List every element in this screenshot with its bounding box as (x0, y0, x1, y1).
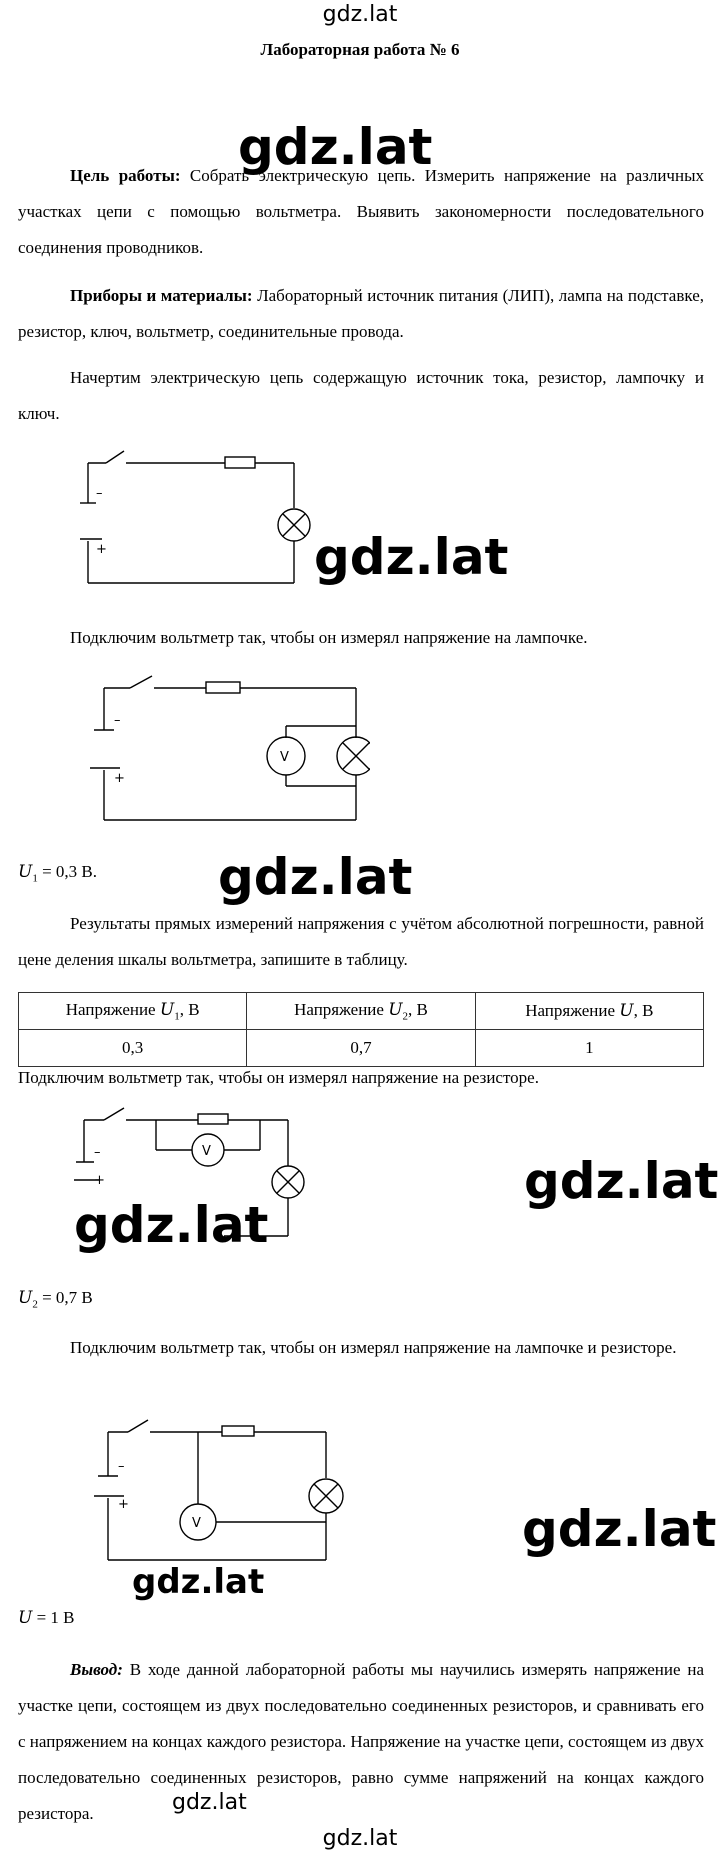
watermark-1: gdz.lat (238, 118, 433, 176)
step3-paragraph: Подключим вольтметр так, чтобы он измеря… (18, 1068, 539, 1087)
plus-label: + (118, 1497, 129, 1512)
materials-text: Лабораторный источник питания (ЛИП), лам… (18, 286, 704, 341)
table-header-row: Напряжение U1, В Напряжение U2, В Напряж… (17, 992, 705, 1030)
materials-paragraph: Приборы и материалы: Лабораторный источн… (18, 278, 704, 350)
table-cell: 1 (474, 1029, 705, 1067)
table-header-cell: Напряжение U1, В (17, 992, 248, 1030)
u1-subscript: 1 (32, 872, 38, 885)
u-value: = 1 В (32, 1608, 75, 1627)
voltage-table: Напряжение U1, В Напряжение U2, В Напряж… (17, 992, 705, 1067)
u2-value: = 0,7 В (37, 1288, 93, 1307)
materials-label: Приборы и материалы: (70, 286, 253, 305)
voltmeter-label: V (202, 1144, 211, 1159)
conclusion-paragraph: Вывод: В ходе данной лабораторной работы… (18, 1652, 704, 1832)
watermark-5: gdz.lat (74, 1196, 269, 1254)
footer-watermark: gdz.lat (322, 1826, 398, 1851)
plus-label: + (114, 771, 125, 786)
circuit-diagram-3: – + V (74, 1107, 305, 1237)
voltmeter-label: V (280, 750, 289, 765)
plus-label: + (96, 542, 107, 557)
conclusion-label: Вывод: (70, 1660, 123, 1679)
header-watermark: gdz.lat (322, 2, 398, 27)
watermark-8: gdz.lat (172, 1790, 247, 1815)
goal-text: Собрать электрическую цепь. Измерить нап… (18, 166, 704, 257)
minus-label: – (96, 486, 103, 501)
watermark-3: gdz.lat (218, 848, 413, 906)
circuit-diagram-1: – + (80, 450, 311, 584)
table-header-cell: Напряжение U, В (474, 992, 705, 1030)
step2-paragraph: Подключим вольтметр так, чтобы он измеря… (70, 628, 588, 647)
goal-paragraph: Цель работы: Собрать электрическую цепь.… (18, 158, 704, 266)
step4-paragraph: Подключим вольтметр так, чтобы он измеря… (70, 1338, 677, 1357)
u-result: U = 1 В (18, 1608, 75, 1628)
plus-label: + (94, 1173, 105, 1188)
u2-subscript: 2 (32, 1298, 38, 1311)
table-cell: 0,7 (246, 1029, 476, 1067)
table-header-cell: Напряжение U2, В (246, 992, 476, 1030)
u1-value: = 0,3 В. (37, 862, 98, 881)
minus-label: – (114, 713, 121, 728)
step1-paragraph: Начертим электрическую цепь содержащую и… (18, 368, 704, 423)
watermark-6: gdz.lat (522, 1500, 717, 1558)
u2-symbol: U (18, 1288, 33, 1308)
watermark-2: gdz.lat (314, 528, 509, 586)
minus-label: – (94, 1145, 101, 1160)
table-row: 0,3 0,7 1 (17, 1029, 705, 1067)
circuit-diagram-2: – + V (90, 675, 370, 821)
u-symbol: U (18, 1608, 33, 1628)
goal-label: Цель работы: (70, 166, 181, 185)
u1-symbol: U (18, 862, 33, 882)
watermark-4: gdz.lat (524, 1152, 719, 1210)
watermark-7: gdz.lat (132, 1562, 265, 1602)
circuit-diagram-4: – + V (94, 1419, 344, 1561)
page-title: Лабораторная работа № 6 (260, 40, 460, 59)
table-cell: 0,3 (17, 1029, 248, 1067)
conclusion-text: В ходе данной лабораторной работы мы нау… (18, 1660, 704, 1823)
table-intro-paragraph: Результаты прямых измерений напряжения с… (18, 914, 704, 969)
voltmeter-label: V (192, 1516, 201, 1531)
minus-label: – (118, 1459, 125, 1474)
u2-result: U2 = 0,7 В (18, 1288, 93, 1310)
u1-result: U1 = 0,3 В. (18, 862, 97, 884)
